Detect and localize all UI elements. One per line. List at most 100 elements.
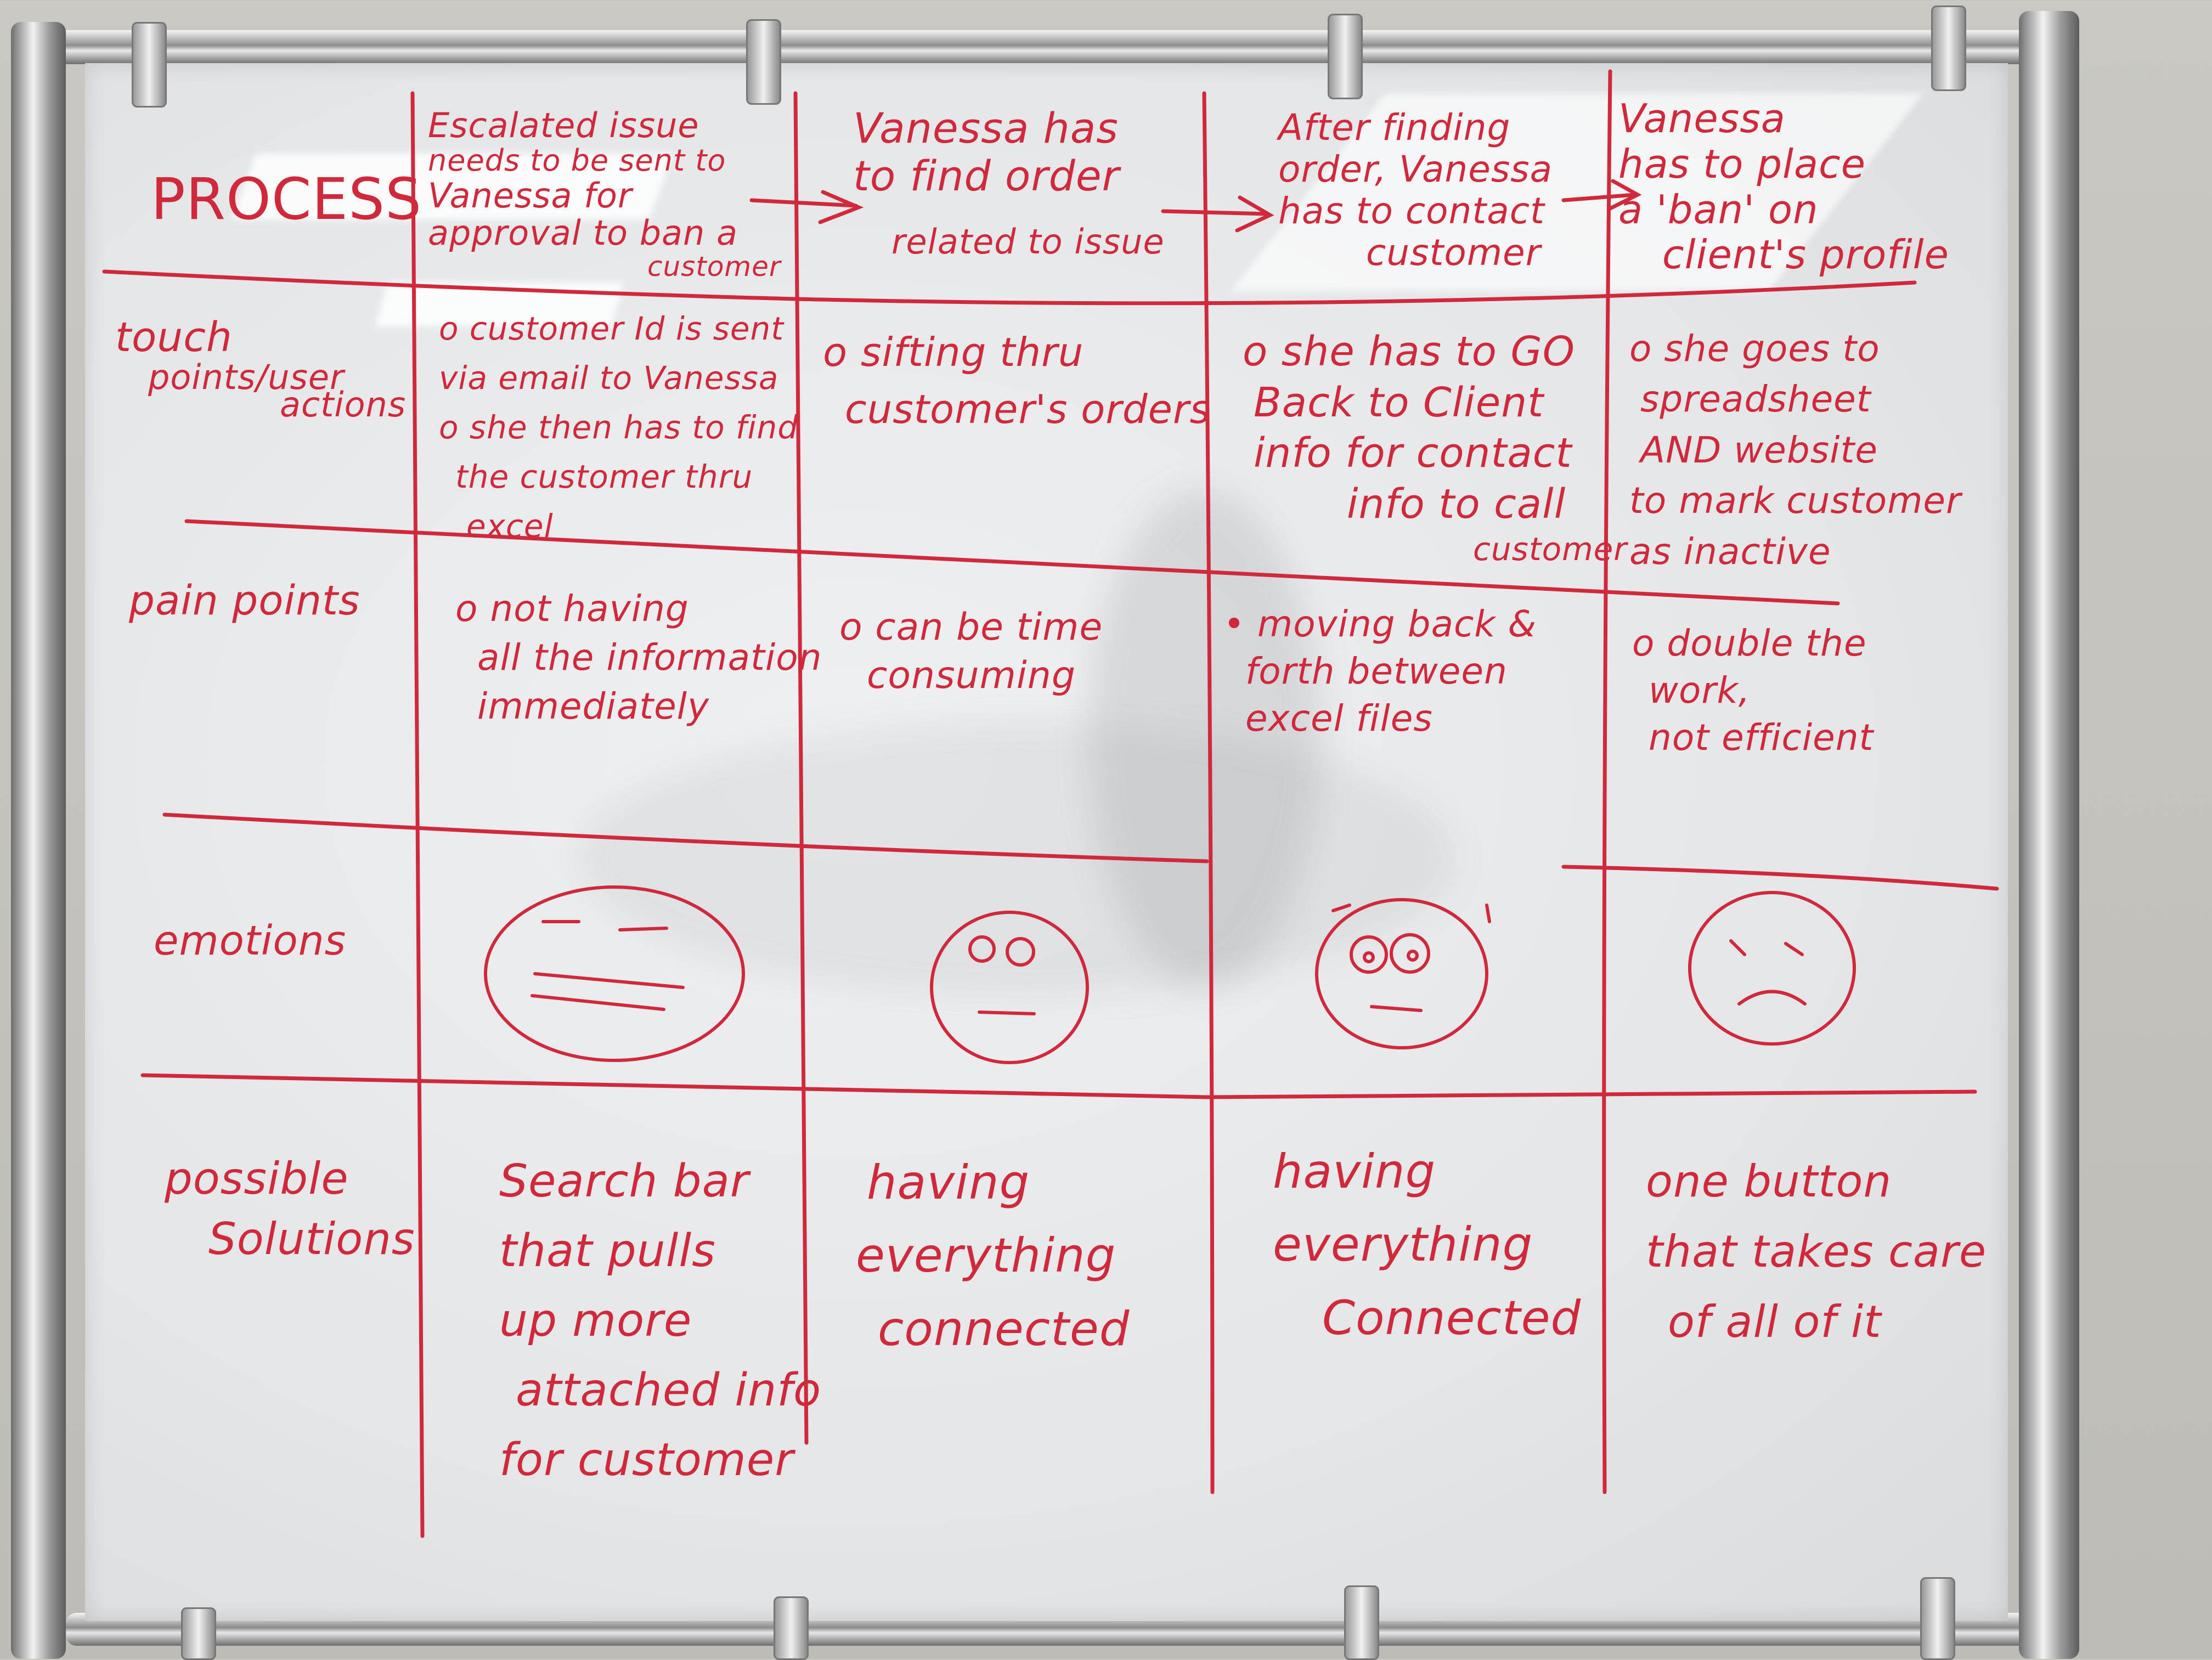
board-clip — [774, 1596, 809, 1660]
touch-points-3-line: Back to Client — [1254, 379, 1544, 426]
solution-3: having everything Connected — [1273, 1136, 1581, 1355]
touch-points-4-line: to mark customer — [1629, 479, 1962, 522]
process-step-4-line: Vanessa — [1618, 95, 1786, 142]
pain-points-3-line: excel files — [1245, 697, 1433, 739]
touch-points-4-line: AND website — [1640, 428, 1878, 471]
board-clip — [1931, 5, 1966, 91]
row-label-touch-points-2: points/user — [148, 357, 345, 397]
pain-points-4: o double the work, not efficient — [1632, 620, 1874, 761]
frame-right-post — [2019, 11, 2079, 1659]
process-step-1-line: customer — [647, 250, 781, 283]
solution-1: Search bar that pulls up more attached i… — [499, 1147, 821, 1495]
touch-points-3-line: o she has to GO — [1243, 328, 1576, 375]
process-step-4-line: a 'ban' on — [1618, 186, 1819, 233]
solution-1-line: Search bar — [499, 1155, 749, 1207]
process-step-2-line: to find order — [853, 151, 1120, 201]
solution-4-line: one button — [1646, 1156, 1892, 1207]
process-step-1-line: Vanessa for — [428, 175, 633, 216]
process-step-4-line: client's profile — [1662, 232, 1949, 278]
solution-1-line: for customer — [499, 1434, 794, 1487]
sad-face-icon — [1688, 891, 1856, 1046]
touch-points-1-line: the customer thru — [455, 458, 753, 495]
row-label-touch-points-1: touch — [115, 314, 233, 361]
process-step-3-line: has to contact — [1278, 189, 1545, 232]
process-step-3-line: After finding — [1278, 106, 1511, 149]
process-step-3-line: order, Vanessa — [1278, 148, 1553, 190]
row-label-touch-points-3: actions — [280, 385, 407, 425]
whiteboard-surface — [85, 63, 2008, 1621]
row-label-emotions: emotions — [154, 917, 347, 964]
frame-top-rail — [22, 30, 2074, 64]
touch-points-2-line: customer's orders — [845, 386, 1211, 433]
row-label-pain-points: pain points — [129, 577, 360, 624]
pain-points-4-line: o double the — [1632, 622, 1867, 664]
pain-points-1-line: all the information — [477, 636, 822, 679]
touch-points-1: o customer Id is sent via email to Vanes… — [439, 304, 798, 551]
process-step-1-line: needs to be sent to — [428, 143, 726, 178]
process-step-3: After finding order, Vanessa has to cont… — [1278, 107, 1553, 274]
touch-points-3-line: customer — [1473, 530, 1628, 568]
board-clip — [746, 19, 781, 105]
solution-3-line: having — [1273, 1144, 1436, 1199]
touch-points-4-line: spreadsheet — [1640, 378, 1871, 421]
solution-1-line: up more — [499, 1295, 692, 1347]
pain-points-3: • moving back & forth between excel file… — [1223, 601, 1537, 742]
touch-points-4-line: as inactive — [1629, 530, 1831, 573]
solution-3-line: Connected — [1322, 1290, 1582, 1346]
solution-2-line: having — [867, 1155, 1030, 1210]
solution-4-line: that takes care — [1646, 1226, 1987, 1277]
pain-points-1: o not having all the information immedia… — [455, 584, 822, 731]
row-label-solutions-1: possible — [165, 1153, 349, 1204]
pain-points-1-line: immediately — [477, 685, 710, 728]
neutral-face-icon — [484, 885, 745, 1062]
pain-points-3-line: forth between — [1245, 650, 1508, 692]
pain-points-4-line: work, — [1649, 669, 1751, 712]
row-label-solutions-2: Solutions — [208, 1213, 415, 1264]
pain-points-2-line: consuming — [867, 654, 1076, 698]
pain-points-3-line: • moving back & — [1223, 603, 1537, 645]
touch-points-3-line: info to call — [1347, 480, 1566, 528]
process-step-1-line: Escalated issue — [428, 105, 699, 145]
frame-left-post — [11, 22, 66, 1659]
process-step-4: Vanessa has to place a 'ban' on client's… — [1618, 96, 1949, 278]
touch-points-2: o sifting thru customer's orders — [823, 324, 1211, 438]
touch-points-3-line: info for contact — [1254, 430, 1572, 477]
process-step-3-line: customer — [1366, 231, 1541, 274]
board-clip — [1920, 1577, 1955, 1660]
process-step-4-line: has to place — [1618, 140, 1866, 187]
process-step-1: Escalated issue needs to be sent to Vane… — [428, 105, 781, 283]
pain-points-4-line: not efficient — [1649, 716, 1874, 759]
touch-points-2-line: o sifting thru — [823, 329, 1084, 375]
process-step-2-line: related to issue — [891, 221, 1165, 262]
solution-2: having everything connected — [856, 1147, 1130, 1366]
board-clip — [1328, 14, 1363, 99]
board-clip — [1344, 1585, 1379, 1660]
pain-points-1-line: o not having — [455, 588, 689, 630]
reflection-room — [579, 721, 1457, 996]
board-clip — [132, 22, 167, 108]
touch-points-3: o she has to GO Back to Client info for … — [1243, 326, 1627, 569]
anxious-face-icon — [1315, 898, 1491, 1049]
process-step-2: Vanessa has to find order related to iss… — [853, 104, 1165, 261]
touch-points-1-line: o she then has to find — [439, 408, 799, 446]
process-step-2-line — [853, 200, 1165, 222]
solution-2-line: everything — [856, 1228, 1116, 1284]
solution-4: one button that takes care of all of it — [1646, 1147, 1987, 1357]
worried-face-icon — [930, 911, 1089, 1064]
process-step-1-line: approval to ban a — [428, 212, 738, 253]
touch-points-1-line: via email to Vanessa — [439, 359, 779, 397]
solution-1-line: that pulls — [499, 1225, 716, 1278]
touch-points-4: o she goes to spreadsheet AND website to… — [1629, 324, 1961, 577]
touch-points-4-line: o she goes to — [1629, 328, 1880, 370]
process-step-2-line: Vanessa has — [853, 104, 1119, 153]
solution-2-line: connected — [878, 1301, 1130, 1357]
row-label-process: PROCESS — [151, 166, 422, 233]
pain-points-2: o can be time consuming — [839, 603, 1103, 701]
pain-points-2-line: o can be time — [839, 606, 1103, 649]
solution-1-line: attached info — [516, 1364, 822, 1417]
solution-3-line: everything — [1273, 1217, 1533, 1273]
touch-points-1-line: o customer Id is sent — [439, 310, 785, 347]
touch-points-1-line: excel — [466, 507, 554, 545]
solution-4-line: of all of it — [1668, 1296, 1882, 1347]
